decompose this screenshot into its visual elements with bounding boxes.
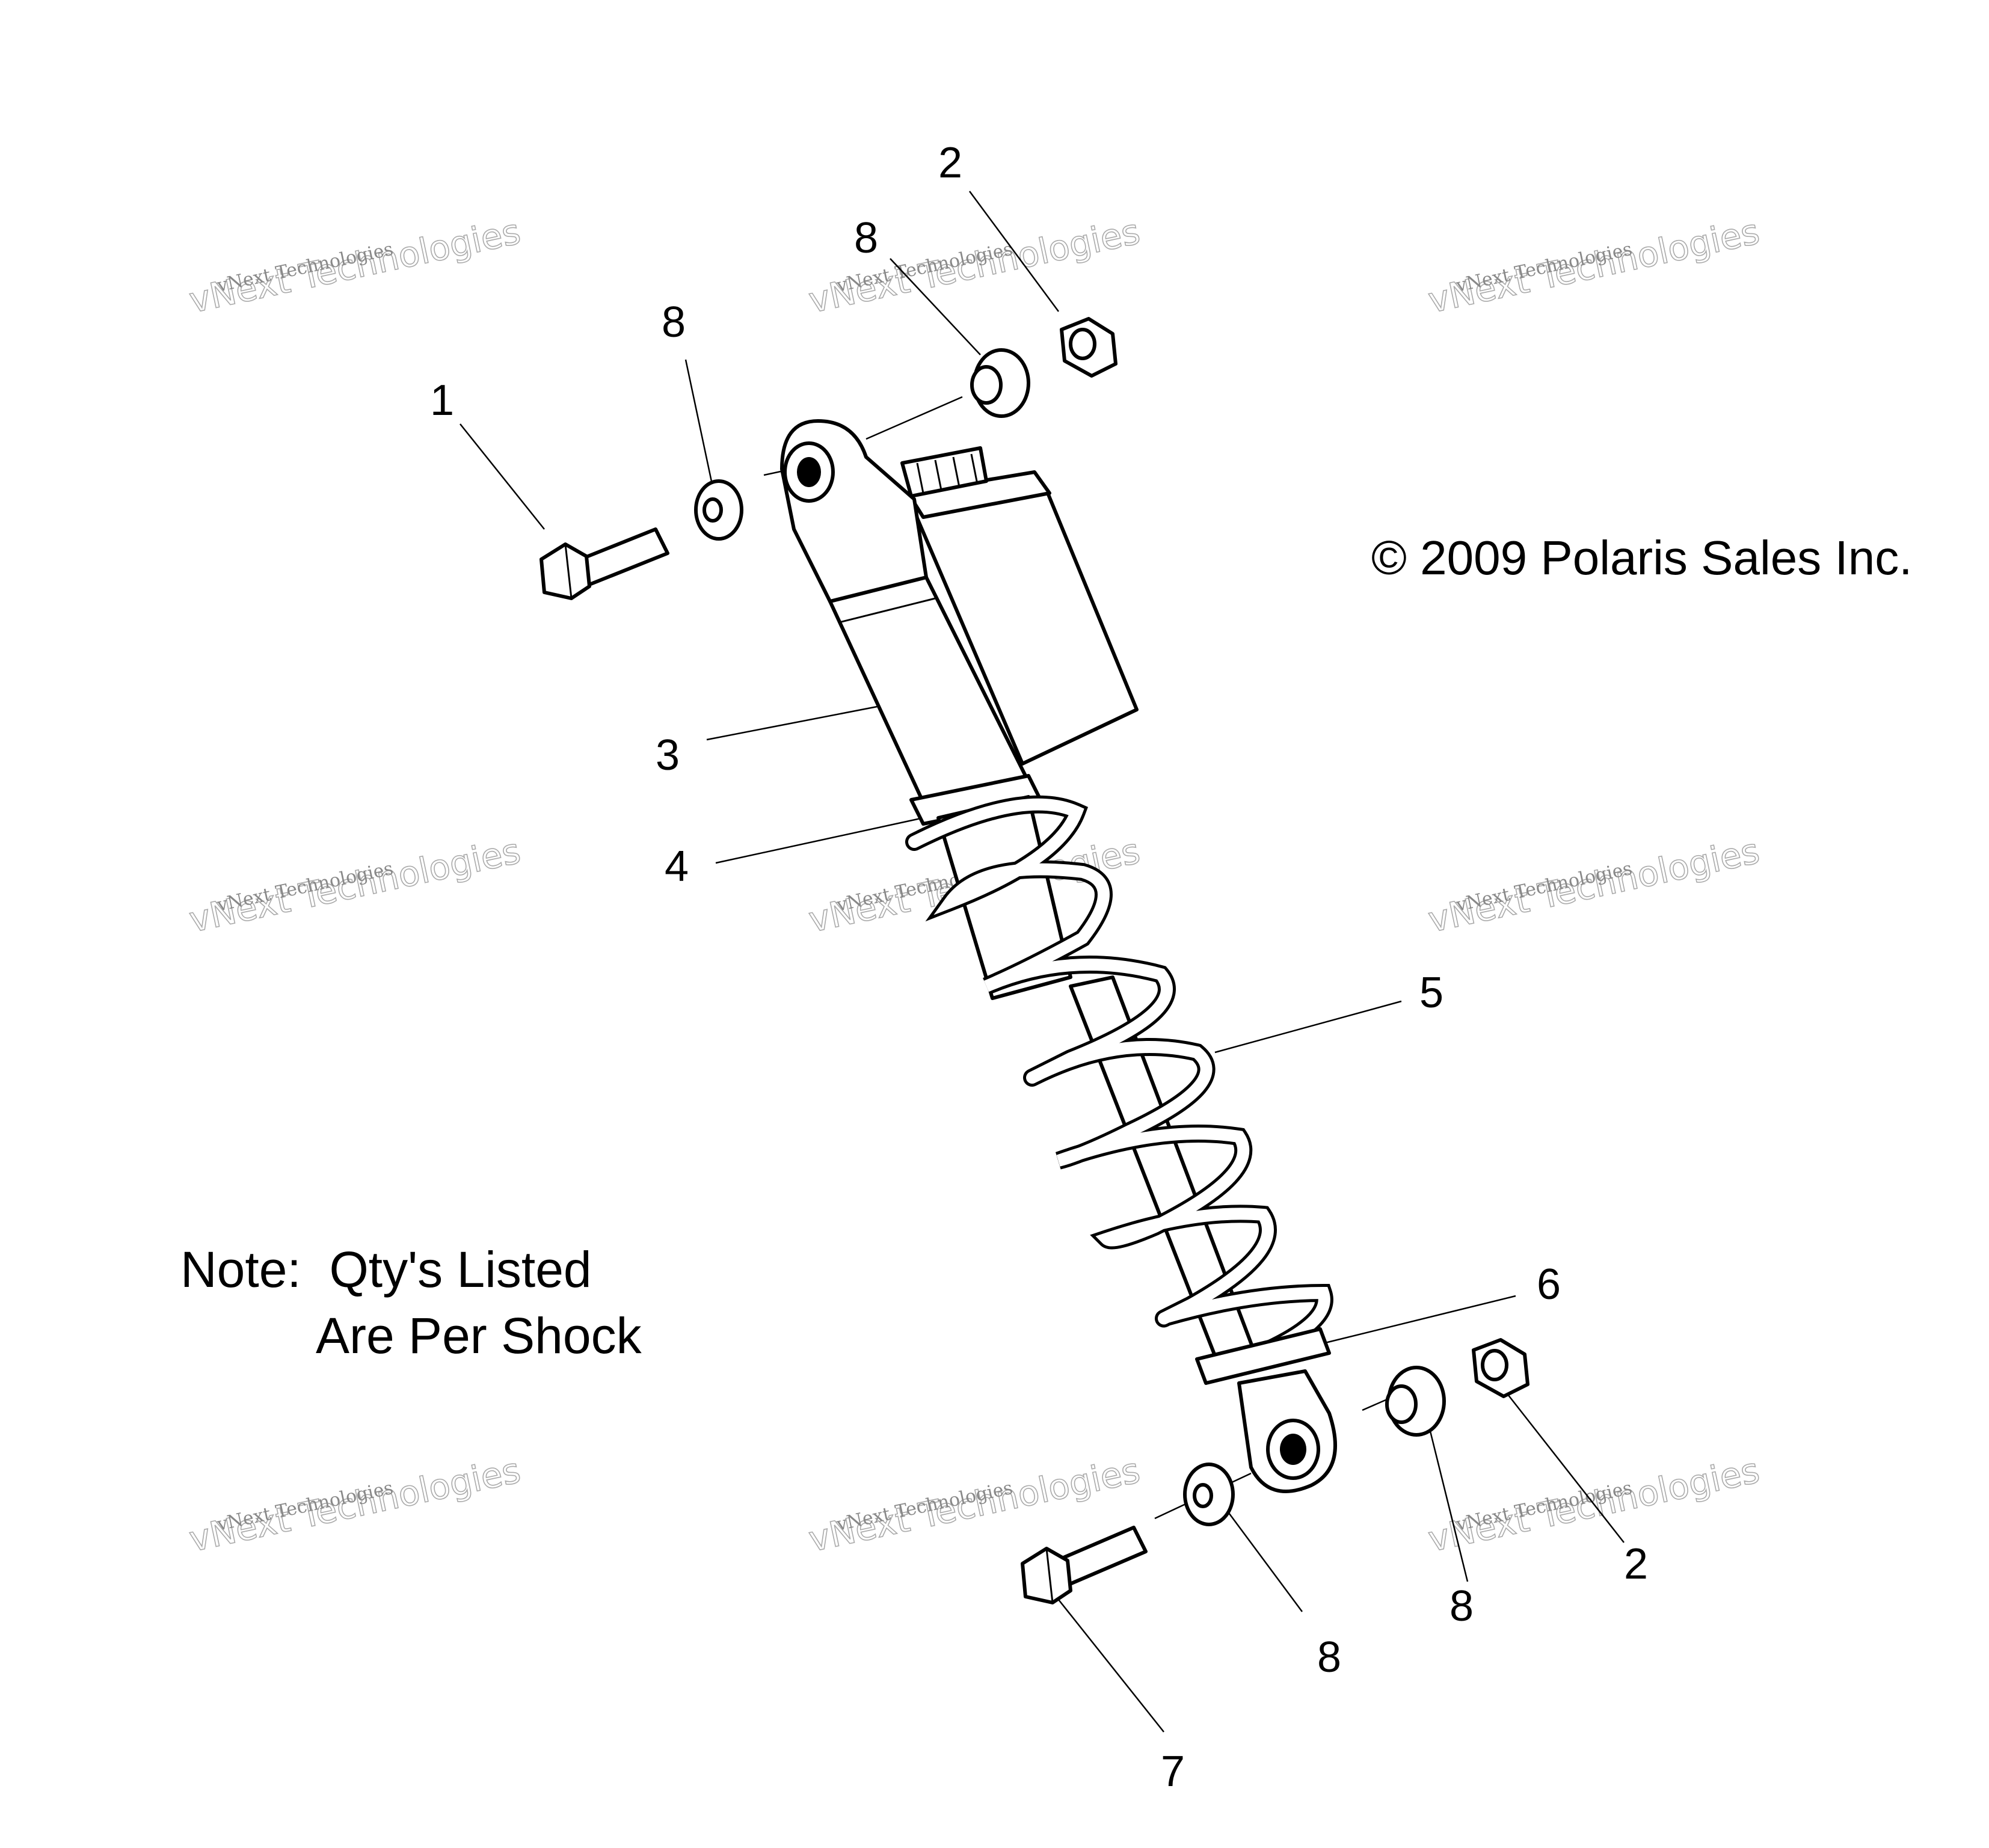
bushing-bore	[702, 497, 723, 523]
callout-8-top-right: 8	[854, 214, 878, 262]
leader-line-5	[1214, 1000, 1402, 1054]
shock-band-line	[838, 597, 936, 624]
callouts: 1 8 8 2 3 4 5 6 8 2 8 7	[430, 139, 1648, 1796]
nut-bore	[1069, 328, 1096, 360]
note-block: Note: Qty's Listed Are Per Shock	[180, 1241, 642, 1364]
upper-eye-hole	[797, 457, 821, 487]
bushing-sleeve	[970, 365, 1003, 405]
bolt-top	[540, 527, 669, 600]
bushing-sleeve	[1385, 1384, 1418, 1424]
watermark: vNext Technologies vNext Technologies	[185, 210, 524, 322]
watermark: vNext Technologies vNext Technologies	[1424, 830, 1763, 941]
callout-4: 4	[665, 843, 689, 891]
leader-line-3	[706, 699, 909, 741]
note-line-1: Note: Qty's Listed	[180, 1241, 592, 1298]
callout-2-top: 2	[938, 139, 962, 187]
callout-3: 3	[656, 731, 680, 779]
leader-line-8-top-left	[684, 359, 714, 488]
leader-lines	[460, 191, 1625, 1733]
watermark: vNext Technologies vNext Technologies	[185, 1449, 524, 1561]
shock-body	[780, 419, 1139, 826]
callout-7: 7	[1161, 1748, 1185, 1796]
bushing-bottom-right	[1385, 1366, 1446, 1437]
leader-line-2-bottom	[1503, 1389, 1625, 1543]
callout-8-top-left: 8	[662, 298, 686, 346]
lower-eye-hole	[1280, 1434, 1306, 1465]
callout-1: 1	[430, 376, 454, 425]
nut-top	[1060, 317, 1117, 378]
leader-line-7	[1053, 1593, 1164, 1733]
leader-line-8-bottom-right	[1429, 1431, 1469, 1582]
shock-reservoir-top	[906, 470, 1051, 519]
nut-bore	[1481, 1349, 1508, 1381]
bolt-bottom	[1021, 1526, 1148, 1604]
leader-line-4	[715, 817, 924, 864]
nut-bottom	[1472, 1338, 1529, 1398]
leader-line-1	[460, 423, 545, 530]
callout-8-bottom-right: 8	[1449, 1582, 1474, 1630]
callout-5: 5	[1419, 969, 1443, 1017]
callout-2-bottom: 2	[1624, 1540, 1648, 1588]
note-line-2: Are Per Shock	[316, 1307, 642, 1364]
bushing-top-left	[694, 479, 743, 541]
reservoir-cap-ribs	[916, 453, 979, 494]
watermark: vNext Technologies vNext Technologies	[1424, 210, 1763, 322]
shock-lower-end	[1195, 1327, 1337, 1493]
bushing-top-right	[970, 348, 1030, 418]
reservoir-cap	[900, 446, 988, 498]
spring-retainer	[1195, 1327, 1331, 1385]
leader-line-6	[1320, 1295, 1516, 1345]
leader-line-8-bottom-left	[1223, 1506, 1303, 1612]
watermark: vNext Technologies vNext Technologies	[185, 830, 524, 941]
leader-line-8-top-right	[890, 258, 981, 355]
callout-6: 6	[1537, 1260, 1561, 1309]
copyright-text: © 2009 Polaris Sales Inc.	[1371, 531, 1912, 585]
bushing-bottom-left	[1183, 1463, 1235, 1526]
leader-line-2-top	[968, 191, 1060, 312]
coil-spring	[905, 795, 1333, 1380]
leader-line-8-top-right-pin	[865, 396, 963, 440]
coil-spring-fill	[908, 798, 1330, 1377]
callout-8-bottom-left: 8	[1317, 1633, 1341, 1681]
bushing-bore	[1193, 1483, 1213, 1508]
